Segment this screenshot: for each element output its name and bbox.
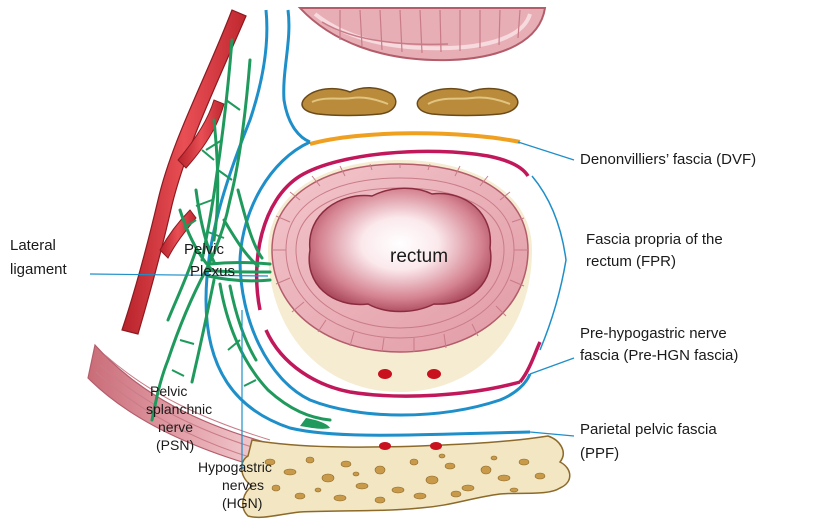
- label-pelvic-plexus-line2: Plexus: [190, 263, 235, 280]
- label-hgn-line1: Hypogastric: [198, 459, 272, 475]
- dvf-line: [310, 133, 520, 144]
- label-lateral-line1: Lateral: [10, 237, 56, 254]
- label-fpr-line1: Fascia propria of the: [586, 231, 723, 248]
- seminal-vesicles: [302, 88, 518, 116]
- sacrum-bone: [242, 436, 570, 517]
- label-lateral-line2: ligament: [10, 261, 68, 278]
- label-psn-line4: (PSN): [156, 437, 194, 453]
- label-psn-line1: Pelvic: [150, 383, 187, 399]
- fpr-bracket: [532, 176, 566, 350]
- label-dvf: Denonvilliers’ fascia (DVF): [580, 151, 756, 168]
- label-ppf-line2: (PPF): [580, 445, 619, 462]
- prehgn-leader: [530, 358, 574, 374]
- label-prehgn-line1: Pre-hypogastric nerve: [580, 325, 727, 342]
- label-fpr-line2: rectum (FPR): [586, 253, 676, 270]
- label-rectum: rectum: [390, 246, 448, 267]
- top-tissue: [300, 8, 545, 60]
- label-prehgn-line2: fascia (Pre-HGN fascia): [580, 347, 738, 364]
- label-ppf-line1: Parietal pelvic fascia: [580, 421, 717, 438]
- label-psn-line2: splanchnic: [146, 401, 212, 417]
- label-hgn-line3: (HGN): [222, 495, 262, 511]
- label-hgn-line2: nerves: [222, 477, 264, 493]
- label-psn-line3: nerve: [158, 419, 193, 435]
- label-pelvic-plexus-line1: Pelvic: [184, 241, 225, 258]
